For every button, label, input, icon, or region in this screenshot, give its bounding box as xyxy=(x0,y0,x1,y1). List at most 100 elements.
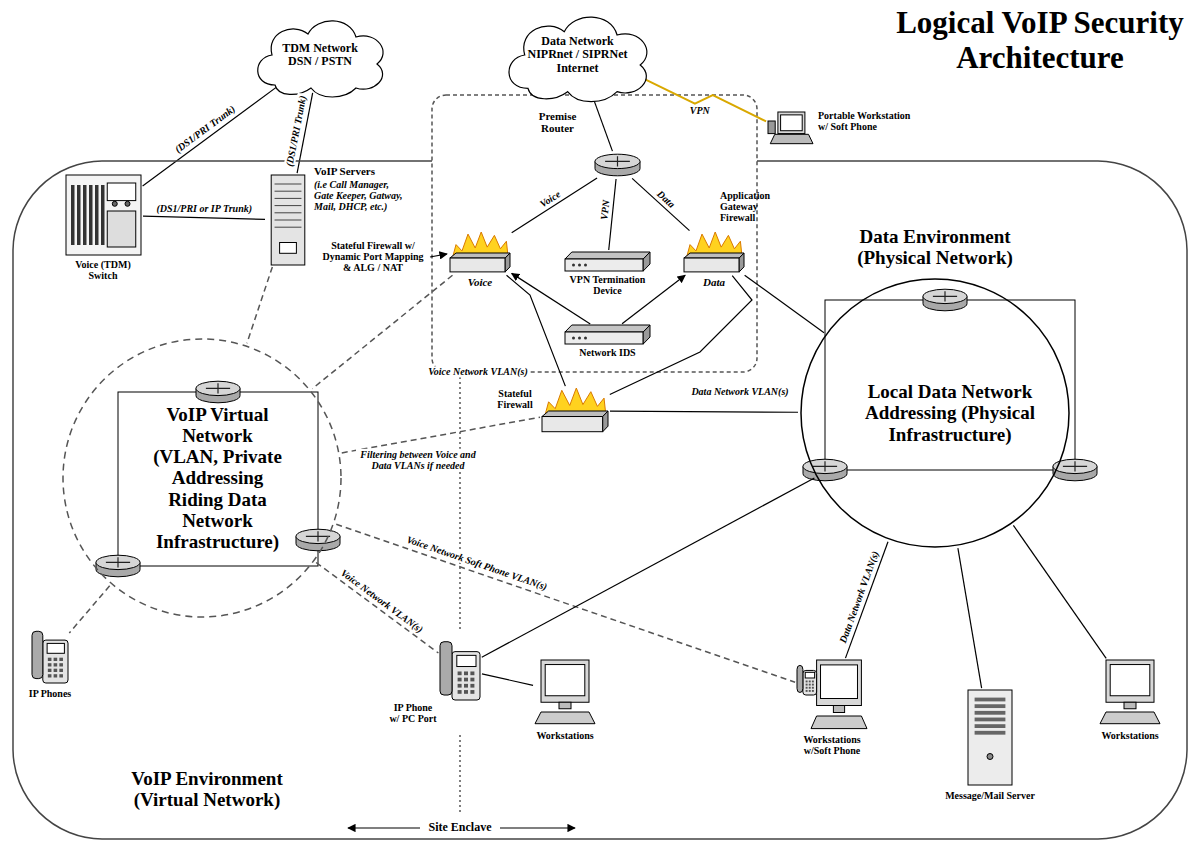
firewall-top xyxy=(684,253,744,258)
device-light xyxy=(578,337,581,340)
laptop-screen xyxy=(778,112,805,134)
router-arrows xyxy=(106,557,130,567)
link-label: Voice Network VLAN(s) xyxy=(337,566,427,637)
switch-card xyxy=(71,185,75,245)
enclave-divider xyxy=(459,372,461,632)
phone-handset xyxy=(440,642,452,695)
phone-screen xyxy=(47,643,64,653)
switch-card xyxy=(77,185,81,245)
device-light xyxy=(578,264,581,267)
premise-router: Premise Router xyxy=(530,110,642,180)
environment-region: VoIP Environment (Virtual Network)Data E… xyxy=(12,160,1188,840)
node-label: Data xyxy=(684,276,744,288)
router-top xyxy=(595,154,640,168)
phone-key xyxy=(812,690,814,692)
phone-key xyxy=(464,684,468,688)
node-label: VoIP Environment (Virtual Network) xyxy=(107,768,307,811)
phone-key xyxy=(458,690,462,694)
firewall-side xyxy=(739,253,744,272)
monsoft-icon xyxy=(797,660,867,730)
router-arrows xyxy=(1063,461,1087,471)
switch-cabinet xyxy=(66,175,141,255)
stateful-firewall: Stateful Firewall xyxy=(492,388,612,438)
monitor-stand xyxy=(1124,702,1136,709)
server-bay xyxy=(975,698,1006,702)
portable-workstation: Portable Workstation w/ Soft Phone xyxy=(768,106,928,154)
network-link xyxy=(1013,525,1106,658)
ip-phone: IP Phones xyxy=(20,628,82,708)
workstation: Workstations xyxy=(520,660,612,755)
device-light xyxy=(584,337,587,340)
server-slot xyxy=(275,212,302,213)
node-label: Portable Workstation w/ Soft Phone xyxy=(818,110,918,132)
diagram-title: Logical VoIP Security Architecture xyxy=(895,6,1185,75)
network-link xyxy=(143,216,265,219)
router-arrows xyxy=(605,156,630,166)
box-icon xyxy=(565,325,650,345)
server-bay xyxy=(975,711,1006,715)
phone-key xyxy=(458,678,462,682)
phone-key xyxy=(470,671,474,675)
network-link xyxy=(143,85,279,186)
phone-key xyxy=(59,658,63,661)
voip-router-ring xyxy=(118,392,318,566)
network-link xyxy=(336,524,795,682)
cloud-shape xyxy=(509,17,647,102)
phone-icon xyxy=(32,628,68,683)
phone-key xyxy=(470,684,474,688)
node-label: Workstations w/Soft Phone xyxy=(792,734,872,756)
node-label: Voice (TDM) Switch xyxy=(68,259,138,281)
phone-key xyxy=(809,687,811,689)
router-top xyxy=(196,381,240,395)
device-side xyxy=(643,252,650,271)
network-link xyxy=(745,275,824,332)
network-link xyxy=(512,178,597,233)
network-link xyxy=(247,267,272,343)
firewall-front xyxy=(450,258,505,272)
server-bay xyxy=(975,718,1006,722)
server-drive xyxy=(280,243,297,254)
switch-card xyxy=(95,185,99,245)
gateway-firewall: Application Gateway FirewallData xyxy=(682,190,794,295)
phone-key xyxy=(812,684,814,686)
server-slot xyxy=(275,198,302,199)
phone-key xyxy=(458,671,462,675)
laptop-icon xyxy=(768,112,813,148)
phone-key xyxy=(806,684,808,686)
span-arrow xyxy=(348,827,420,828)
server-slot xyxy=(275,205,302,206)
firewall-front xyxy=(684,258,739,272)
firewall-side xyxy=(505,253,510,272)
data-network-circle: Local Data Network Addressing (Physical … xyxy=(800,278,1070,548)
phone-body xyxy=(43,640,68,683)
device-light xyxy=(572,264,575,267)
switch-knob xyxy=(112,201,117,206)
server-slot xyxy=(275,191,302,192)
node-label: Message/Mail Server xyxy=(935,790,1045,801)
device-side xyxy=(643,325,650,344)
span-label: Site Enclave xyxy=(427,821,494,834)
node-label: Local Data Network Addressing (Physical … xyxy=(845,381,1055,445)
server-bay xyxy=(975,724,1006,728)
network-link xyxy=(482,478,815,657)
link-label: (DS1/PRI or IP Trunk) xyxy=(154,203,254,214)
router-arrows xyxy=(813,461,837,471)
router-arrows xyxy=(206,383,230,393)
switch-card xyxy=(89,185,93,245)
network-link xyxy=(958,548,982,688)
tdm-cloud: TDM Network DSN / PSTN xyxy=(245,10,395,100)
device-front xyxy=(565,259,643,271)
phone-key xyxy=(470,690,474,694)
switch-icon xyxy=(66,175,141,255)
voice-firewall: Voice xyxy=(448,232,514,292)
phone-key xyxy=(54,663,58,666)
layout-part xyxy=(797,665,817,695)
link-label: VPN xyxy=(598,198,612,223)
softphone-workstation: Workstations w/Soft Phone xyxy=(772,660,892,770)
phone-key xyxy=(48,663,52,666)
firewall-front xyxy=(542,417,603,432)
node-label: Workstations xyxy=(520,730,610,741)
phone-key xyxy=(470,678,474,682)
